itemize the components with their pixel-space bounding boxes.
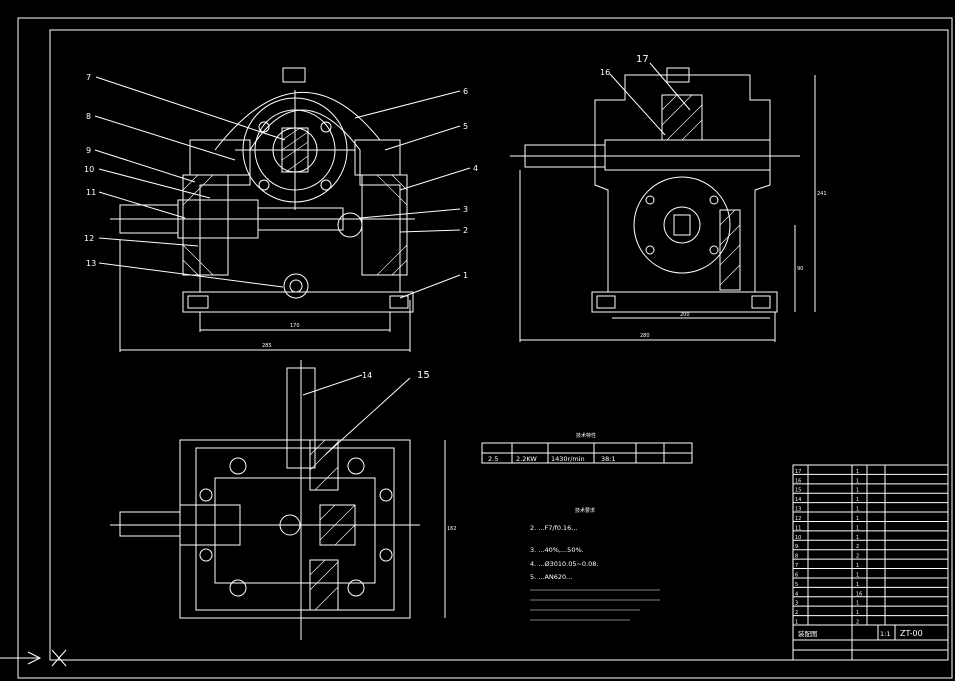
parameters-table: 技术特性 2.5 2.2KW 1430r/min 38:1 — [481, 432, 693, 464]
svg-text:170: 170 — [290, 323, 300, 329]
callout-5: 5 — [463, 122, 468, 131]
parts-row-qty: 1 — [856, 563, 859, 569]
parts-row-qty: 1 — [856, 610, 859, 616]
parts-row-qty: 16 — [856, 591, 862, 597]
callout-2: 2 — [463, 226, 468, 235]
tech-line-3: 3. ...40%,...50%. — [530, 546, 584, 554]
svg-text:技术要求: 技术要求 — [575, 507, 595, 514]
parts-row-number: 10 — [795, 535, 801, 541]
parts-row-qty: 1 — [856, 478, 859, 484]
tech-line-4: 4. ...Ø3010.05~0.08. — [530, 560, 598, 568]
parts-row-number: 2 — [795, 610, 798, 616]
tech-line-2: 2. ...F7/f0.16... — [530, 524, 578, 532]
svg-text:162: 162 — [447, 526, 457, 532]
front-view: 285 170 — [110, 67, 415, 352]
svg-text:280: 280 — [640, 333, 650, 339]
parts-row-qty: 2 — [856, 544, 859, 550]
parts-row-number: 8 — [795, 554, 798, 560]
parts-row-number: 12 — [795, 516, 801, 522]
svg-text:241: 241 — [817, 191, 827, 197]
callout-17: 17 — [636, 54, 649, 65]
parts-row-qty: 1 — [856, 507, 859, 513]
svg-text:技术特性: 技术特性 — [576, 432, 596, 439]
parts-row-number: 7 — [795, 563, 798, 569]
cursor-crosshair-icon — [0, 649, 67, 667]
svg-text:90: 90 — [797, 266, 803, 272]
param-power: 2.2KW — [516, 455, 537, 463]
param-ratio: 38:1 — [601, 455, 616, 463]
parts-row-qty: 2 — [856, 620, 859, 626]
callout-15: 15 — [417, 370, 430, 381]
callout-4: 4 — [473, 164, 478, 173]
callout-16: 16 — [600, 68, 610, 77]
callout-1: 1 — [463, 271, 468, 280]
front-view-callouts: 7 8 9 10 11 12 13 6 5 4 3 2 1 — [84, 73, 478, 299]
inner-frame — [49, 29, 949, 661]
callout-11: 11 — [86, 188, 96, 197]
parts-row-number: 15 — [795, 488, 801, 494]
svg-text:200: 200 — [680, 312, 690, 318]
parts-row-number: 4 — [795, 591, 798, 597]
parts-row-number: 1 — [795, 620, 798, 626]
parts-row-number: 13 — [795, 507, 801, 513]
callout-12: 12 — [84, 234, 94, 243]
callout-3: 3 — [463, 205, 468, 214]
tech-line-5: 5. ...AN620... — [530, 573, 572, 581]
param-module: 2.5 — [488, 455, 498, 463]
sheet-scale: 1:1 — [880, 630, 890, 638]
drawing-number: ZT-00 — [900, 629, 923, 638]
parts-row-number: 17 — [795, 469, 801, 475]
callout-8: 8 — [86, 112, 91, 121]
parts-row-qty: 1 — [856, 601, 859, 607]
svg-text:装配图: 装配图 — [798, 629, 818, 638]
callout-9: 9 — [86, 146, 91, 155]
parts-row-qty: 1 — [856, 525, 859, 531]
callout-13: 13 — [86, 259, 96, 268]
outer-frame — [17, 17, 953, 679]
parts-row-qty: 1 — [856, 497, 859, 503]
parts-row-number: 3 — [795, 601, 798, 607]
parts-row-qty: 1 — [856, 488, 859, 494]
parts-row-number: 5 — [795, 582, 798, 588]
parts-row-qty: 1 — [856, 572, 859, 578]
parts-row-qty: 1 — [856, 535, 859, 541]
parts-row-qty: 1 — [856, 582, 859, 588]
callout-10: 10 — [84, 165, 94, 174]
parts-row-number: 9 — [795, 544, 798, 550]
side-view: 280 200 241 90 16 17 — [510, 54, 827, 342]
param-speed: 1430r/min — [551, 455, 585, 463]
parts-row-number: 14 — [795, 497, 801, 503]
parts-row-qty: 1 — [856, 516, 859, 522]
parts-row-number: 16 — [795, 478, 801, 484]
parts-row-qty: 1 — [856, 469, 859, 475]
parts-row-qty: 2 — [856, 554, 859, 560]
parts-row-number: 11 — [795, 525, 801, 531]
callout-6: 6 — [463, 87, 468, 96]
svg-text:285: 285 — [262, 343, 272, 349]
parts-row-number: 6 — [795, 572, 798, 578]
top-view: 162 14 15 — [110, 360, 457, 640]
technical-requirements: 技术要求 2. ...F7/f0.16... 3. ...40%,...50%.… — [530, 507, 660, 621]
callout-7: 7 — [86, 73, 91, 82]
callout-14: 14 — [362, 371, 372, 380]
